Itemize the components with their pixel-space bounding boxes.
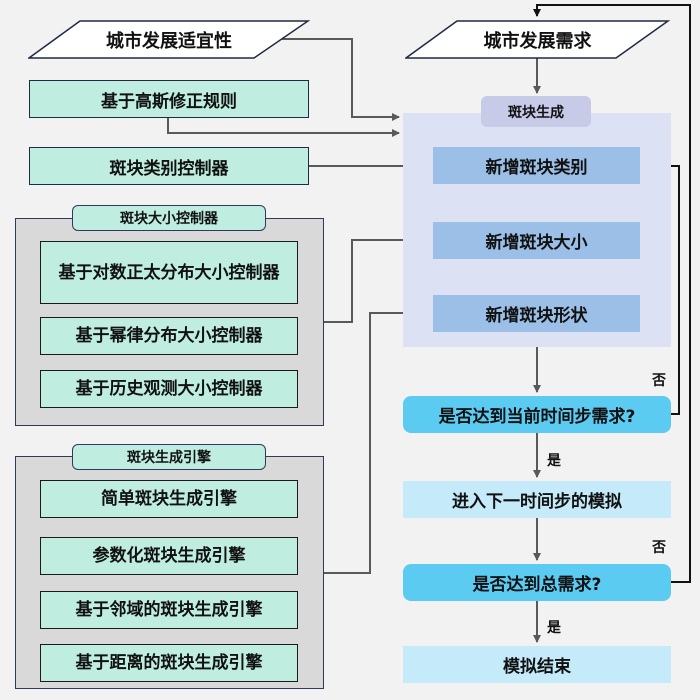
size-controller-item: 基于历史观测大小控制器 [40,370,298,408]
patch-generation-label: 斑块生成 [481,96,591,127]
size-controller-item: 基于对数正太分布大小控制器 [40,241,298,304]
size-controller-item: 基于幂律分布大小控制器 [40,317,298,355]
decision-step-demand: 是否达到当前时间步需求? [403,396,671,433]
category-controller-box: 斑块类别控制器 [29,147,309,185]
next-time-step-box: 进入下一时间步的模拟 [403,481,671,518]
engine-item: 基于邻域的斑块生成引擎 [40,591,298,629]
connector-size [323,236,430,323]
suitability-input-shape [28,20,310,59]
loop-total-no [533,4,691,583]
size-controller-group-title: 斑块大小控制器 [72,205,266,231]
connector-gaussian [167,117,400,137]
engine-item: 简单斑块生成引擎 [40,480,298,518]
connector-engine [323,309,430,574]
suitability-input: 城市发展适宜性 [106,31,232,52]
demand-input-shape [405,20,670,59]
engine-item: 基于距离的斑块生成引擎 [40,644,298,682]
engine-group-title: 斑块生成引擎 [72,444,266,470]
yes-label-step: 是 [547,453,561,469]
connector-suitability [282,38,400,121]
simulation-end-box: 模拟结束 [403,646,671,683]
decision-total-demand: 是否达到总需求? [403,564,671,601]
step-new-shape: 新增斑块形状 [433,295,640,332]
engine-item: 参数化斑块生成引擎 [40,537,298,575]
yes-label-total: 是 [547,620,561,636]
gaussian-rule-box: 基于高斯修正规则 [29,80,309,118]
step-new-size: 新增斑块大小 [433,222,640,259]
no-label-step: 否 [652,373,666,389]
step-new-category: 新增斑块类别 [433,147,640,184]
demand-input: 城市发展需求 [483,31,592,52]
no-label-total: 否 [652,540,666,556]
